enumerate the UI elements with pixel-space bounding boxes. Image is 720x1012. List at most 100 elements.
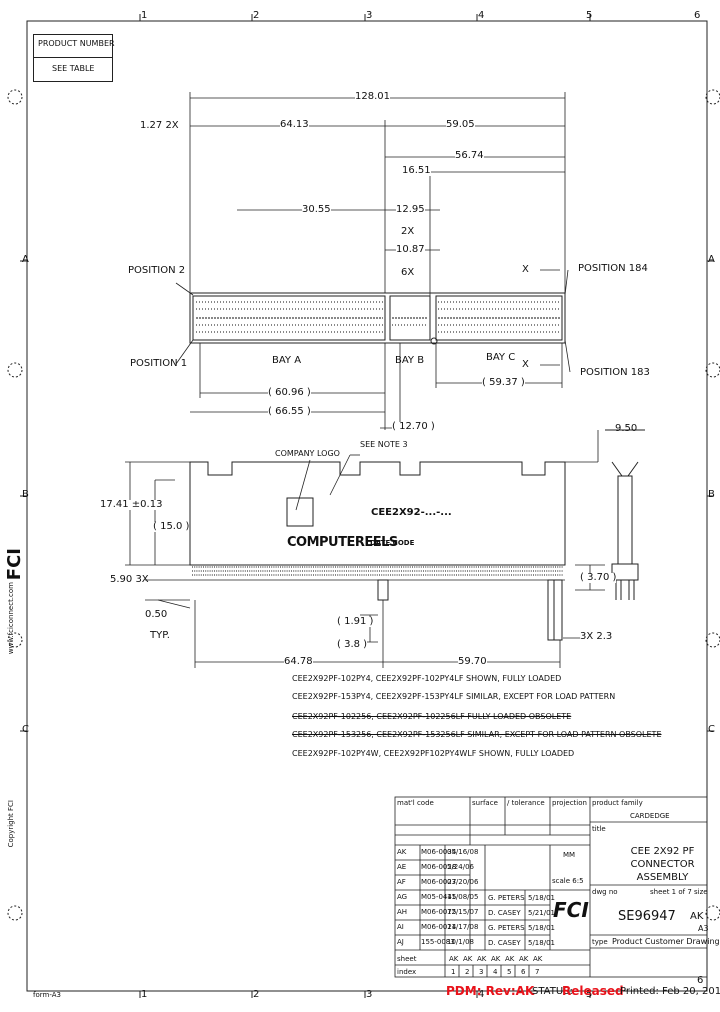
revision-cell: 5/24/06 — [447, 863, 474, 871]
section-x-bottom: X — [522, 359, 529, 370]
label-position-184: POSITION 184 — [578, 263, 648, 274]
dim-overall-w: ( 66.55 ) — [268, 406, 311, 417]
revision-cell: M06-0028 — [421, 863, 457, 871]
revision-cell: 11/08/05 — [447, 893, 479, 901]
label-bay-b: BAY B — [395, 355, 425, 366]
zone-side-c-right: C — [708, 724, 715, 735]
dim-950: 9.50 — [615, 423, 638, 434]
zone-top-2: 2 — [253, 10, 260, 21]
tb-index-row-label: index — [397, 968, 417, 976]
dim-1087: 10.87 — [396, 244, 425, 255]
dim-3055: 30.55 — [302, 204, 331, 215]
zone-bottom-6: 6 — [697, 975, 704, 986]
tb-title-label: title — [592, 825, 606, 833]
copyright: Copyright FCI — [7, 800, 15, 848]
revision-cell: AG — [397, 893, 408, 901]
sheet-rev-cell: AK — [505, 955, 515, 963]
tb-dwg-no: SE96947 — [618, 909, 676, 924]
tb-type: Product Customer Drawing — [612, 937, 720, 946]
tb-family: CARDEDGE — [630, 812, 670, 820]
dim-bay-a: ( 60.96 ) — [268, 387, 311, 398]
sheet-rev-cell: AK — [463, 955, 473, 963]
brand-marking: COMPUTEREELS — [287, 535, 398, 550]
sheet-rev-cell: AK — [533, 955, 543, 963]
zone-bottom-1: 1 — [141, 989, 148, 1000]
dim-key: ( 12.70 ) — [392, 421, 435, 432]
tb-surface-label: surface — [472, 799, 498, 807]
tb-type-label: type — [592, 938, 608, 946]
zone-side-a: A — [22, 254, 29, 265]
tb-approved: G. PETERS — [488, 924, 525, 932]
sheet-index-cell: 2 — [465, 968, 470, 976]
section-x-top: X — [522, 264, 529, 275]
note-line: CEE2X92PF-102PY4, CEE2X92PF-102PY4LF SHO… — [292, 674, 562, 683]
label-see-note: SEE NOTE 3 — [360, 440, 408, 449]
zone-top-3: 3 — [366, 10, 373, 21]
label-company-logo: COMPANY LOGO — [275, 449, 340, 458]
dim-height: 17.41 ±0.13 — [100, 499, 163, 510]
dim-2x: 2X — [401, 226, 415, 237]
tb-released-date: 5/18/01 — [528, 939, 555, 947]
sheet-rev-cell: AK — [491, 955, 501, 963]
revision-cell: AI — [397, 923, 404, 931]
sheet-rev-cell: AK — [449, 955, 459, 963]
label-bay-c: BAY C — [486, 352, 516, 363]
product-number-label: PRODUCT NUMBER — [38, 39, 115, 48]
dim-tail2: 3X 2.3 — [580, 631, 613, 642]
status-value: Released — [562, 984, 624, 998]
status-label: STATUS: — [532, 986, 573, 997]
fci-logo-side: FCI — [4, 548, 25, 581]
label-position-1: POSITION 1 — [130, 358, 188, 369]
tb-checked: D. CASEY — [488, 909, 521, 917]
dim-bay-c: ( 59.37 ) — [482, 377, 525, 388]
tb-approved-date: 5/18/01 — [528, 924, 555, 932]
zone-top-1: 1 — [141, 10, 148, 21]
dim-overall: 128.01 — [355, 91, 390, 102]
dim-right: 59.05 — [446, 119, 475, 130]
zone-side-a-right: A — [708, 254, 715, 265]
product-number-box: PRODUCT NUMBER SEE TABLE — [33, 34, 115, 82]
revision-cell: M06-0034 — [421, 848, 457, 856]
zone-top-4: 4 — [478, 10, 485, 21]
fci-web: www.fciconnect.com — [7, 582, 15, 655]
tb-family-label: product family — [592, 799, 643, 807]
revision-cell: AK — [397, 848, 407, 856]
printed-date: Printed: Feb 20, 2010 — [620, 986, 720, 997]
sheet-index-cell: 4 — [493, 968, 498, 976]
tb-dwg-label: dwg no — [592, 888, 618, 896]
tb-material-label: mat'l code — [397, 799, 434, 807]
date-code: DATE CODE — [370, 539, 415, 547]
revision-cell: 03/20/06 — [447, 878, 479, 886]
dim-191: ( 1.91 ) — [337, 616, 374, 627]
label-position-2: POSITION 2 — [128, 265, 186, 276]
dim-6x: 6X — [401, 267, 415, 278]
tb-checked-date: 5/21/01 — [528, 909, 555, 917]
zone-side-b: B — [22, 489, 29, 500]
dim-5970: 59.70 — [458, 656, 487, 667]
form-ref: form-A3 — [33, 991, 61, 999]
dim-1651: 16.51 — [402, 165, 431, 176]
tb-sheet: sheet 1 of 7 size — [650, 888, 708, 896]
sheet-index-cell: 5 — [507, 968, 512, 976]
note-line: CEE2X92PF-102PY4W, CEE2X92PF102PY4WLF SH… — [292, 749, 575, 758]
tb-tolerance-label: / tolerance — [507, 799, 545, 807]
zone-top-6: 6 — [694, 10, 701, 21]
note-line: CEE2X92PF-153256, CEE2X92PF-153256LF SIM… — [292, 730, 662, 739]
sheet-index-cell: 3 — [479, 968, 484, 976]
dim-38: ( 3.8 ) — [337, 639, 368, 650]
sheet-rev-cell: AK — [519, 955, 529, 963]
tb-projection-label: projection — [552, 799, 587, 807]
sheet-index-cell: 1 — [451, 968, 456, 976]
tb-drawn-date: 5/18/01 — [528, 894, 555, 902]
dim-370: ( 3.70 ) — [580, 572, 617, 583]
dim-typ: TYP. — [150, 630, 170, 641]
revision-cell: AE — [397, 863, 407, 871]
revision-cell: 10/1/08 — [447, 938, 474, 946]
revision-cell: 155-0083 — [421, 938, 455, 946]
pdm-revision: PDM: Rev:AK — [446, 984, 535, 998]
revision-cell: M06-0027 — [421, 878, 457, 886]
dim-pitch: 1.27 2X — [140, 120, 179, 131]
dim-left: 64.13 — [280, 119, 309, 130]
tb-title: CEE 2X92 PF CONNECTOR ASSEMBLY — [630, 846, 695, 883]
